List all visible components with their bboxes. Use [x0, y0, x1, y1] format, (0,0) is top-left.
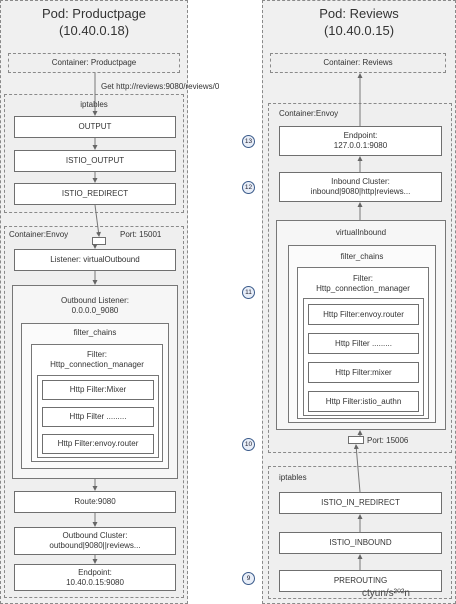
left-filter-chains-label: filter_chains [73, 328, 117, 337]
pod-ip: (10.40.0.18) [58, 22, 130, 38]
right-iptables-label: iptables [279, 473, 307, 482]
left-filter-label: Filter: Http_connection_manager [50, 350, 144, 369]
pod-name: Pod: Reviews [319, 6, 399, 21]
reviews-container [270, 53, 446, 73]
productpage-pod-title: Pod: Productpage (10.40.0.18) [0, 6, 188, 40]
step-12-marker: 12 [242, 181, 255, 194]
left-port-label: Port: 15001 [120, 230, 162, 239]
request-label: Get http://reviews:9080/reviews/0 [101, 82, 220, 91]
left-envoy-label: Container:Envoy [9, 230, 69, 239]
listener-virtual-outbound: Listener: virtualOutbound [14, 249, 176, 271]
chain-istio-redirect: ISTIO_REDIRECT [14, 183, 176, 205]
step-9-marker: 9 [242, 572, 255, 585]
reviews-container-label: Container: Reviews [323, 58, 393, 67]
virtual-inbound-label: virtualInbound [335, 228, 387, 237]
chain-prerouting: PREROUTING [279, 570, 442, 592]
chain-istio-inbound: ISTIO_INBOUND [279, 532, 442, 554]
chain-istio-in-redirect: ISTIO_IN_REDIRECT [279, 492, 442, 514]
left-iptables-label: iptables [80, 100, 108, 109]
right-port-label: Port: 15006 [367, 436, 409, 445]
outbound-listener-label: Outbound Listener: 0.0.0.0_9080 [60, 296, 130, 315]
route-9080: Route:9080 [14, 491, 176, 513]
http-filter-more: Http Filter ......... [42, 407, 154, 427]
http-filter-mixer-in: Http Filter:mixer [308, 362, 419, 383]
right-envoy-label: Container:Envoy [279, 109, 339, 118]
pod-name: Pod: Productpage [41, 6, 147, 21]
right-endpoint: Endpoint: 127.0.0.1:9080 [279, 126, 442, 156]
http-filter-router: Http Filter:envoy.router [42, 434, 154, 454]
productpage-container-label: Container: Productpage [51, 58, 137, 67]
http-filter-authn: Http Filter:istio_authn [308, 391, 419, 412]
watermark: ctyun/s²⁰²n [362, 588, 410, 599]
right-port-box [348, 436, 364, 444]
outbound-cluster: Outbound Cluster: outbound|9080||reviews… [14, 527, 176, 555]
productpage-container [8, 53, 180, 73]
pod-ip: (10.40.0.15) [323, 22, 395, 38]
left-endpoint: Endpoint: 10.40.0.15:9080 [14, 564, 176, 591]
step-11-marker: 11 [242, 286, 255, 299]
right-filter-chains-label: filter_chains [340, 252, 384, 261]
chain-istio-output: ISTIO_OUTPUT [14, 150, 176, 172]
inbound-cluster: Inbound Cluster: inbound|9080|http|revie… [279, 172, 442, 202]
left-port-box [92, 237, 106, 245]
http-filter-more-in: Http Filter ......... [308, 333, 419, 354]
http-filter-mixer: Http Filter:Mixer [42, 380, 154, 400]
step-13-marker: 13 [242, 135, 255, 148]
reviews-pod-title: Pod: Reviews (10.40.0.15) [262, 6, 456, 40]
http-filter-router-in: Http Filter:envoy.router [308, 304, 419, 325]
right-filter-label: Filter: Http_connection_manager [316, 274, 410, 293]
step-10-marker: 10 [242, 438, 255, 451]
chain-output: OUTPUT [14, 116, 176, 138]
